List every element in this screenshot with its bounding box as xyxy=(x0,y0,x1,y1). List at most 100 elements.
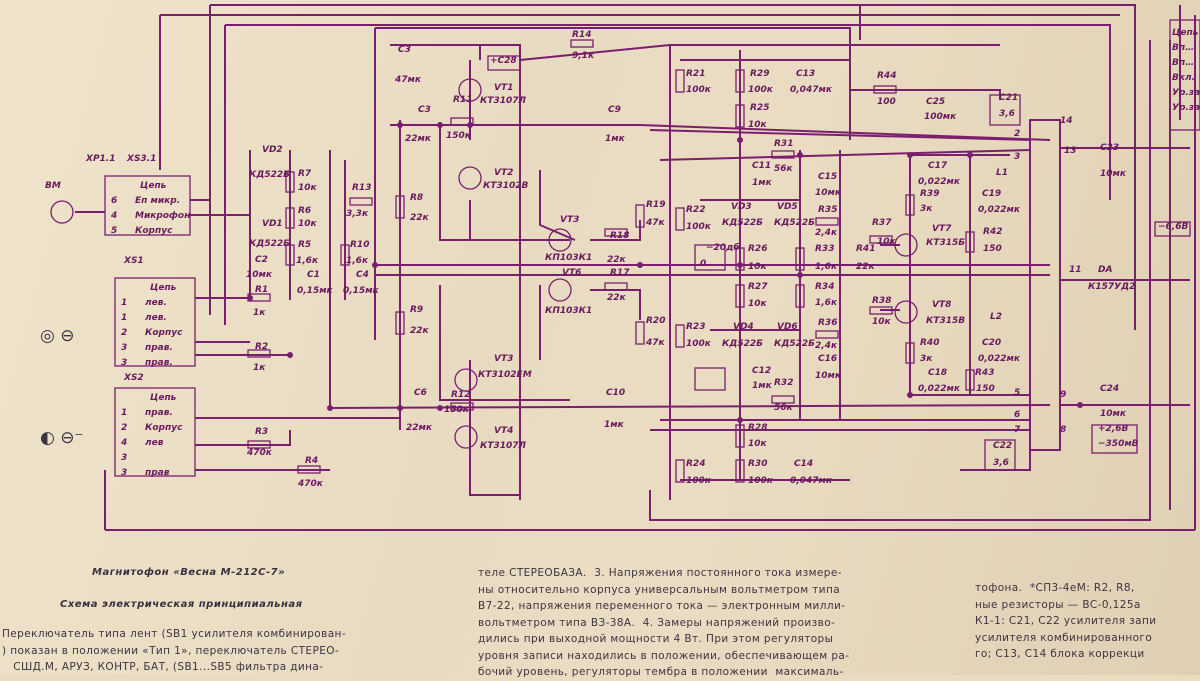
label-r43-val: 150 xyxy=(976,384,995,394)
label-r35: R35 xyxy=(818,205,837,215)
label-r12-val: 150к xyxy=(444,405,470,415)
label-r20: R20 xyxy=(646,316,665,326)
label-r22: R22 xyxy=(686,205,705,215)
xs2-pin-4: 3 xyxy=(121,468,127,478)
label-c3-mid: C3 xyxy=(418,105,431,115)
label-c25-val: 100мк xyxy=(924,112,957,122)
label-vd2: VD2 xyxy=(262,145,283,155)
label-r32: R32 xyxy=(774,378,793,388)
label-xs3: XS3.1 xyxy=(126,154,156,164)
label-r30: R30 xyxy=(748,459,767,469)
xs1-pin-3: 3 xyxy=(121,343,127,353)
label-r32-val: 56к xyxy=(774,403,794,413)
label-r43: R43 xyxy=(975,368,994,378)
label-r4: R4 xyxy=(305,456,318,466)
label-r10: R10 xyxy=(350,240,369,250)
xs3-signal-0: Еп микр. xyxy=(135,196,180,206)
label-vt1-type: КТ3107Л xyxy=(480,96,527,106)
xs2-signal-2: лев xyxy=(145,438,164,448)
right-edge-label-0: Цепь xyxy=(1172,28,1199,38)
xs1-pin-4: 3 xyxy=(121,358,127,368)
label-c12-val: 1мк xyxy=(752,381,773,391)
label-r13-val: 3,3к xyxy=(346,209,369,219)
label-r5-val: 1,6к xyxy=(296,256,319,266)
label-vd4: VD4 xyxy=(733,322,754,332)
label-vd1-type: КД522Б xyxy=(249,239,290,249)
label-c18: C18 xyxy=(928,368,947,378)
label-r25-val: 10к xyxy=(748,120,768,130)
label-r9-val: 22к xyxy=(410,326,430,336)
label-r19: R19 xyxy=(646,200,665,210)
label-r27: R27 xyxy=(748,282,768,292)
label-c9: C9 xyxy=(608,105,621,115)
xs2-header: Цепь xyxy=(150,393,177,403)
label-vd3: VD3 xyxy=(731,202,752,212)
label-r24: R24 xyxy=(686,459,705,469)
label-pin-14: 14 xyxy=(1060,116,1073,126)
label-vt6: VT6 xyxy=(562,268,581,278)
label-r1: R1 xyxy=(255,285,268,295)
label-xp1: XP1.1 xyxy=(85,154,115,164)
label-vt8-type: КТ315В xyxy=(926,316,965,326)
label-r8-val: 22к xyxy=(410,213,430,223)
label-xs2: XS2 xyxy=(123,373,144,383)
label-r29: R29 xyxy=(750,69,769,79)
label-r4-val: 470к xyxy=(297,479,324,489)
label-r34-val: 1,6к xyxy=(815,298,838,308)
label-l2: L2 xyxy=(990,312,1002,322)
label-da: DA xyxy=(1098,265,1112,275)
label-c11-val: 1мк xyxy=(752,178,773,188)
label-c2-val: 10мк xyxy=(246,270,273,280)
label-r21: R21 xyxy=(686,69,705,79)
label-r17: R17 xyxy=(610,268,630,278)
xs1-signal-0: лев. xyxy=(145,298,167,308)
label-r3: R3 xyxy=(255,427,268,437)
label-r27-val: 10к xyxy=(748,299,768,309)
label-c22-val: 3,6 xyxy=(993,458,1009,468)
xs2-signal-0: прав. xyxy=(145,408,173,418)
label-vt3-bot-type: КТ3102ЕМ xyxy=(478,370,532,380)
label-r36-val: 2,4к xyxy=(815,341,838,351)
label-c23-val: 10мк xyxy=(1100,169,1127,179)
label-r31-val: 56к xyxy=(774,164,794,174)
right-edge-label-3: Вкл. xyxy=(1172,73,1195,83)
label-c16: C16 xyxy=(818,354,837,364)
label-c11: C11 xyxy=(752,161,771,171)
label-r44: R44 xyxy=(877,71,896,81)
label-vt1: VT1 xyxy=(494,83,513,93)
xs1-signal-2: Корпус xyxy=(145,328,183,338)
label-c3-top: C3 xyxy=(398,45,411,55)
label-c4: C4 xyxy=(356,270,369,280)
label-c14-val: 0,047мк xyxy=(790,476,833,486)
label-c25: C25 xyxy=(926,97,945,107)
label-pin-9: 9 xyxy=(1060,390,1066,400)
label-c6: C6 xyxy=(414,388,427,398)
label-r39-val: 3к xyxy=(920,204,933,214)
label-r33: R33 xyxy=(815,244,834,254)
xs3-pin-0: 6 xyxy=(111,196,117,206)
label-r28: R28 xyxy=(748,423,767,433)
label-vt7: VT7 xyxy=(932,224,952,234)
output-jack-symbol-1: ◎ ⊖ xyxy=(40,326,75,346)
right-edge-label-1: Вп… xyxy=(1172,43,1194,53)
label-r22-val: 100к xyxy=(686,222,712,232)
label-r41-val: 22к xyxy=(856,262,876,272)
label-r6: R6 xyxy=(298,206,311,216)
label-r36: R36 xyxy=(818,318,837,328)
schematic-subtitle: Схема электрическая принципиальная xyxy=(60,599,303,610)
label-c24: C24 xyxy=(1100,384,1119,394)
label-c3-mid-val: 22мк xyxy=(405,134,432,144)
label-r39: R39 xyxy=(920,189,939,199)
label-c20: C20 xyxy=(982,338,1001,348)
xs3-pin-1: 4 xyxy=(110,211,117,221)
label-r14-val: 9,1к xyxy=(572,51,595,61)
label-vt6-type: КП103К1 xyxy=(545,306,592,316)
label-r26-val: 10к xyxy=(748,262,768,272)
label-c14: C14 xyxy=(794,459,813,469)
schematic-junctions xyxy=(247,122,1083,423)
xs2-pin-2: 4 xyxy=(120,438,127,448)
label-r13: R13 xyxy=(352,183,371,193)
label-r42: R42 xyxy=(983,227,1002,237)
label-vd6: VD6 xyxy=(777,322,798,332)
